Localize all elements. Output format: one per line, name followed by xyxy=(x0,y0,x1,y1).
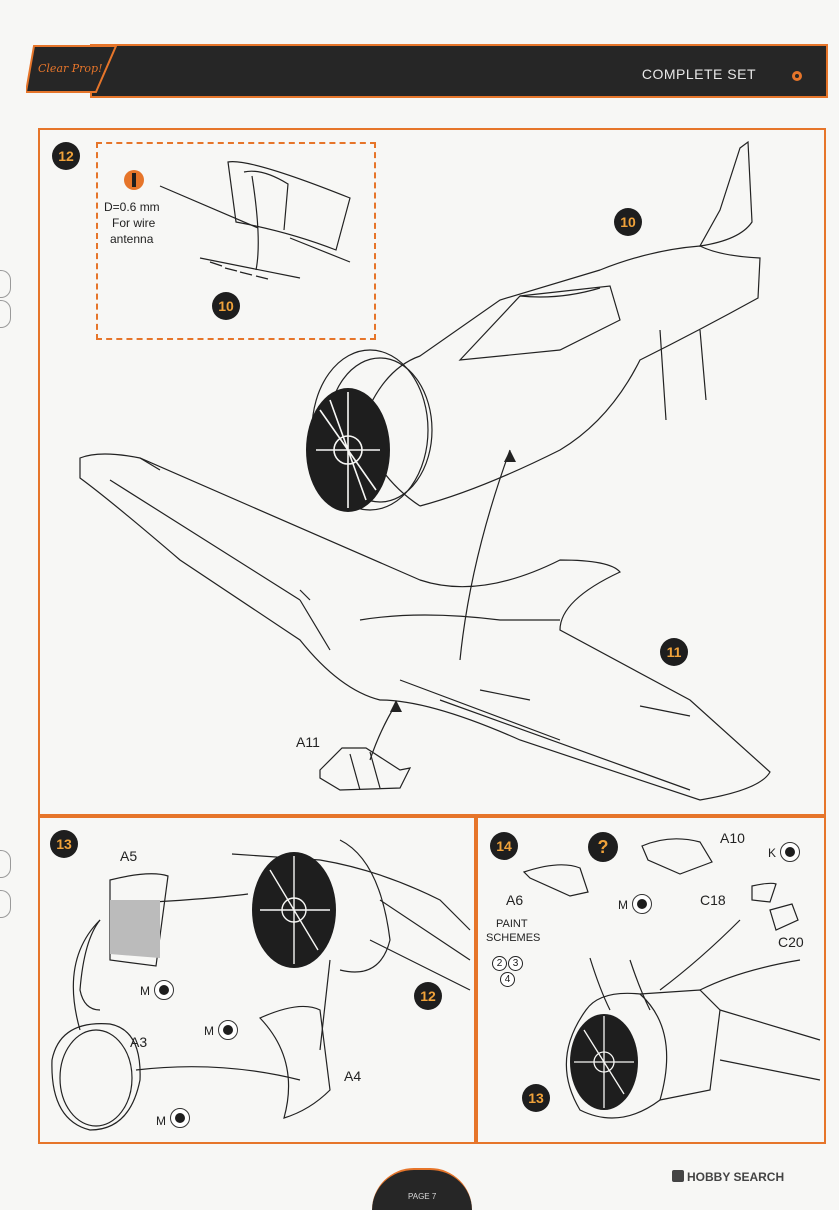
paint-schemes-label: SCHEMES xyxy=(486,932,541,944)
marker-m-label: M xyxy=(204,1024,214,1038)
scheme-number: 3 xyxy=(508,956,523,971)
matt-black-paint-icon xyxy=(154,980,174,1000)
panel-step-14 xyxy=(476,816,826,1144)
part-label-a3: A3 xyxy=(130,1034,148,1050)
watermark-text: HOBBY SEARCH xyxy=(687,1170,785,1184)
part-label-a10: A10 xyxy=(720,830,745,846)
header-title: COMPLETE SET xyxy=(641,66,756,82)
brand-logo: Clear Prop! xyxy=(26,45,118,93)
drill-icon xyxy=(124,170,144,190)
page-header: COMPLETE SET Clear Prop! xyxy=(8,40,830,98)
scheme-number: 2 xyxy=(492,956,507,971)
part-label-a11: A11 xyxy=(296,734,320,750)
question-icon: ? xyxy=(588,832,618,862)
watermark: HOBBY SEARCH xyxy=(672,1170,784,1184)
step-number-badge: 14 xyxy=(490,832,518,860)
step-reference-badge: 13 xyxy=(522,1084,550,1112)
drill-purpose-label: antenna xyxy=(110,232,154,246)
page-number: PAGE 7 xyxy=(408,1192,437,1201)
part-label-a4: A4 xyxy=(344,1068,362,1084)
paint-schemes-label: PAINT xyxy=(496,918,528,930)
wing-drawing xyxy=(79,449,771,801)
marker-m-label: M xyxy=(156,1114,166,1128)
marker-m-label: M xyxy=(618,898,628,912)
step13-drawing xyxy=(51,839,471,1131)
part-a11-drawing xyxy=(319,703,412,791)
matt-black-paint-icon xyxy=(170,1108,190,1128)
drill-purpose-label: For wire xyxy=(112,216,156,230)
panel-steps-10-12 xyxy=(38,128,826,816)
drill-size-label: D=0.6 mm xyxy=(104,200,160,214)
bullet-icon xyxy=(792,71,802,81)
marker-k-label: K xyxy=(768,846,777,860)
part-label-c18: C18 xyxy=(700,892,726,908)
step-number-badge: 10 xyxy=(614,208,642,236)
canopy-detail-drawing xyxy=(159,161,351,280)
step-number-badge: 13 xyxy=(50,830,78,858)
antenna-detail-inset xyxy=(96,142,376,340)
svg-text:Clear Prop!: Clear Prop! xyxy=(38,62,103,75)
header-bar: COMPLETE SET xyxy=(90,44,828,98)
step14-drawing xyxy=(522,838,821,1119)
matt-black-paint-icon xyxy=(632,894,652,914)
paint-marker-icon xyxy=(780,842,800,862)
scheme-number: 4 xyxy=(500,972,515,987)
panel-step-13 xyxy=(38,816,476,1144)
step-number-badge: 12 xyxy=(52,142,80,170)
marker-m-label: M xyxy=(140,984,150,998)
matt-black-paint-icon xyxy=(218,1020,238,1040)
step-reference-badge: 12 xyxy=(414,982,442,1010)
step-number-badge: 11 xyxy=(660,638,688,666)
hobbysearch-logo-icon xyxy=(672,1170,684,1182)
part-label-a6: A6 xyxy=(506,892,524,908)
part-label-a5: A5 xyxy=(120,848,138,864)
step-reference-badge: 10 xyxy=(212,292,240,320)
part-label-c20: C20 xyxy=(778,934,804,950)
